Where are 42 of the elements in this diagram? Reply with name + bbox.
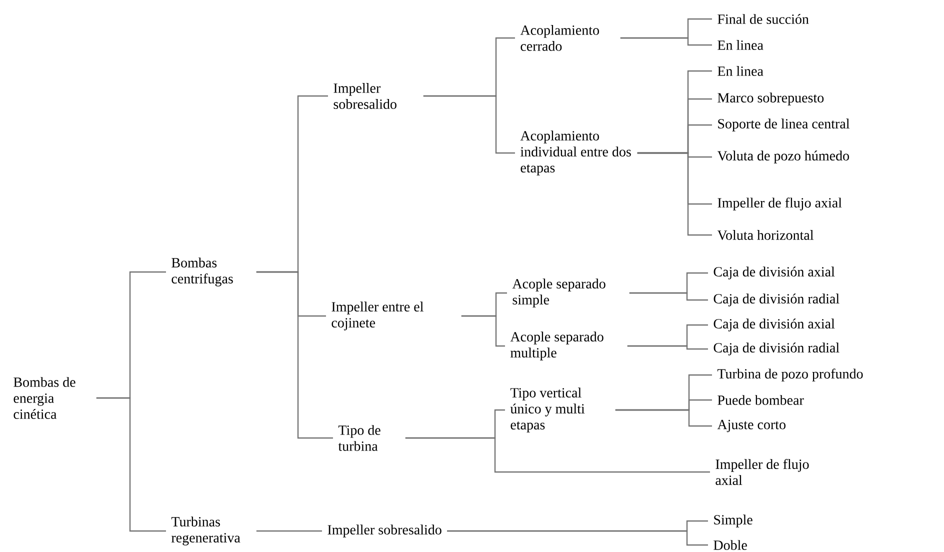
tree-label: Bombas de energia cinética: [14, 377, 76, 419]
tree-label: Turbinas regenerativa: [171, 516, 240, 546]
tree-label: Simple: [714, 514, 752, 528]
tree-label: Caja de división axial: [714, 266, 835, 280]
connector-line: [405, 437, 710, 473]
connector-line: [423, 95, 515, 154]
tree-label: Impeller sobresalido: [334, 83, 396, 109]
tree-label: Tipo vertical único y multi etapas: [510, 388, 585, 432]
tree-label: En linea: [718, 66, 764, 76]
tree-label: Impeller de flujo axial: [716, 459, 809, 485]
tree-label: Puede bombear: [718, 395, 804, 405]
connector-line: [615, 409, 712, 427]
tree-label: Impeller de flujo axial: [718, 198, 842, 210]
tree-label: Marco sobrepuesto: [718, 92, 824, 106]
tree-label: Soporte de linea central: [718, 118, 850, 132]
connector-line: [627, 345, 708, 350]
connector-line: [620, 37, 712, 46]
tree-label: Caja de división radial: [714, 294, 840, 306]
tree-label: Acoplamiento individual entre dos etapas: [520, 130, 631, 176]
tree-label: Acople separado simple: [512, 278, 606, 308]
tree-label: Impeller entre el cojinete: [332, 302, 424, 330]
tree-label: Impeller sobresalido: [328, 524, 442, 538]
connector-line: [256, 271, 333, 439]
tree-label: Voluta de pozo húmedo: [717, 150, 850, 164]
tree-label: Tipo de turbina: [338, 425, 380, 451]
tree-label: Voluta horizontal: [717, 230, 814, 240]
tree-label: Doble: [714, 540, 747, 550]
tree-label: Caja de división radial: [714, 342, 840, 356]
tree-label: Acoplamiento cerrado: [520, 25, 599, 51]
tree-label: Acople separado multiple: [510, 332, 604, 360]
connector-line: [629, 292, 708, 301]
connector-line: [637, 152, 712, 236]
tree-label: Bombas centrifugas: [172, 258, 233, 286]
tree-label: Turbina de pozo profundo: [717, 368, 863, 382]
connector-line: [447, 530, 708, 546]
tree-label: Ajuste corto: [717, 420, 786, 432]
tree-label: Final de succión: [718, 14, 809, 24]
tree-label: En linea: [718, 40, 764, 50]
connector-line: [256, 530, 322, 532]
connector-line: [461, 315, 505, 347]
tree-label: Caja de división axial: [714, 318, 835, 332]
connector-line: [96, 397, 166, 532]
